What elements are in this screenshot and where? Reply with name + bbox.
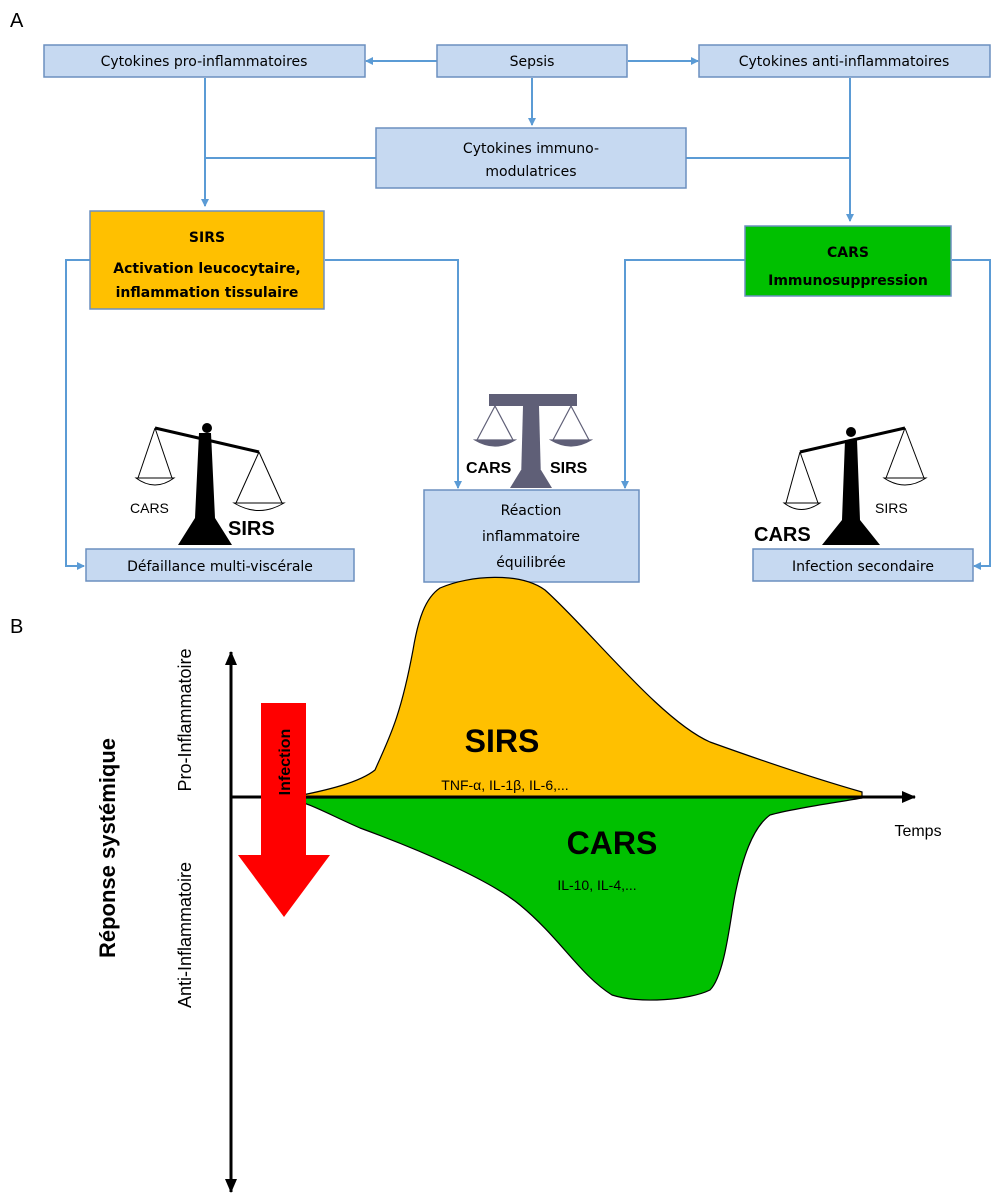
cars-area (286, 797, 863, 1001)
scale-middle-icon: CARS SIRS (466, 394, 594, 488)
box-cars-title: CARS (827, 245, 869, 261)
cars-sub: IL-10, IL-4,... (557, 877, 636, 893)
box-sepsis-label: Sepsis (510, 54, 555, 70)
scale-left-sirs: SIRS (228, 518, 275, 540)
box-sirs-line1: Activation leucocytaire, (113, 261, 300, 277)
infection-label: Infection (277, 729, 294, 796)
box-defaillance-label: Défaillance multi-viscérale (127, 559, 313, 575)
box-immuno-line1: Cytokines immuno- (463, 141, 599, 157)
scale-right-sirs: SIRS (875, 500, 908, 516)
box-immuno-line2: modulatrices (485, 164, 576, 180)
box-anti-inflammatory: Cytokines anti-inflammatoires (698, 44, 991, 78)
box-reaction-line2: inflammatoire (482, 529, 580, 545)
sirs-title: SIRS (465, 723, 540, 759)
sirs-area (286, 576, 863, 799)
box-infection-secondaire: Infection secondaire (752, 548, 974, 582)
sirs-sub: TNF-α, IL-1β, IL-6,... (441, 777, 568, 793)
scale-mid-cars: CARS (466, 460, 512, 477)
box-anti-label: Cytokines anti-inflammatoires (739, 54, 950, 70)
box-sirs-line2: inflammation tissulaire (116, 285, 299, 301)
y-bottom-label: Anti-Inflammatoire (175, 862, 195, 1008)
box-sepsis: Sepsis (436, 44, 628, 78)
box-reaction-line1: Réaction (501, 503, 562, 519)
y-top-label: Pro-Inflammatoire (175, 648, 195, 791)
panel-a-label: A (10, 10, 24, 32)
box-sirs-title: SIRS (189, 230, 225, 246)
scale-mid-sirs: SIRS (550, 460, 588, 477)
box-reaction: Réaction inflammatoire équilibrée (423, 489, 640, 583)
box-sirs: SIRS Activation leucocytaire, inflammati… (89, 210, 325, 310)
box-cars: CARS Immunosuppression (744, 225, 952, 297)
connectors (65, 57, 991, 570)
x-axis-label: Temps (894, 823, 941, 840)
box-pro-label: Cytokines pro-inflammatoires (101, 54, 308, 70)
scale-left-cars: CARS (130, 500, 169, 516)
scale-right-icon: CARS SIRS (754, 426, 928, 546)
cars-title: CARS (567, 825, 658, 861)
y-axis-label: Réponse systémique (95, 738, 120, 958)
box-reaction-line3: équilibrée (496, 555, 566, 571)
infection-arrow: Infection (238, 703, 330, 917)
box-pro-inflammatory: Cytokines pro-inflammatoires (43, 44, 366, 78)
box-infection-label: Infection secondaire (792, 559, 934, 575)
box-cars-line1: Immunosuppression (768, 273, 928, 289)
box-defaillance: Défaillance multi-viscérale (85, 548, 355, 582)
scale-right-cars: CARS (754, 524, 811, 546)
scale-left-icon: CARS SIRS (130, 423, 286, 545)
panel-b-label: B (10, 616, 23, 638)
box-immunomodulatory: Cytokines immuno- modulatrices (375, 127, 687, 189)
